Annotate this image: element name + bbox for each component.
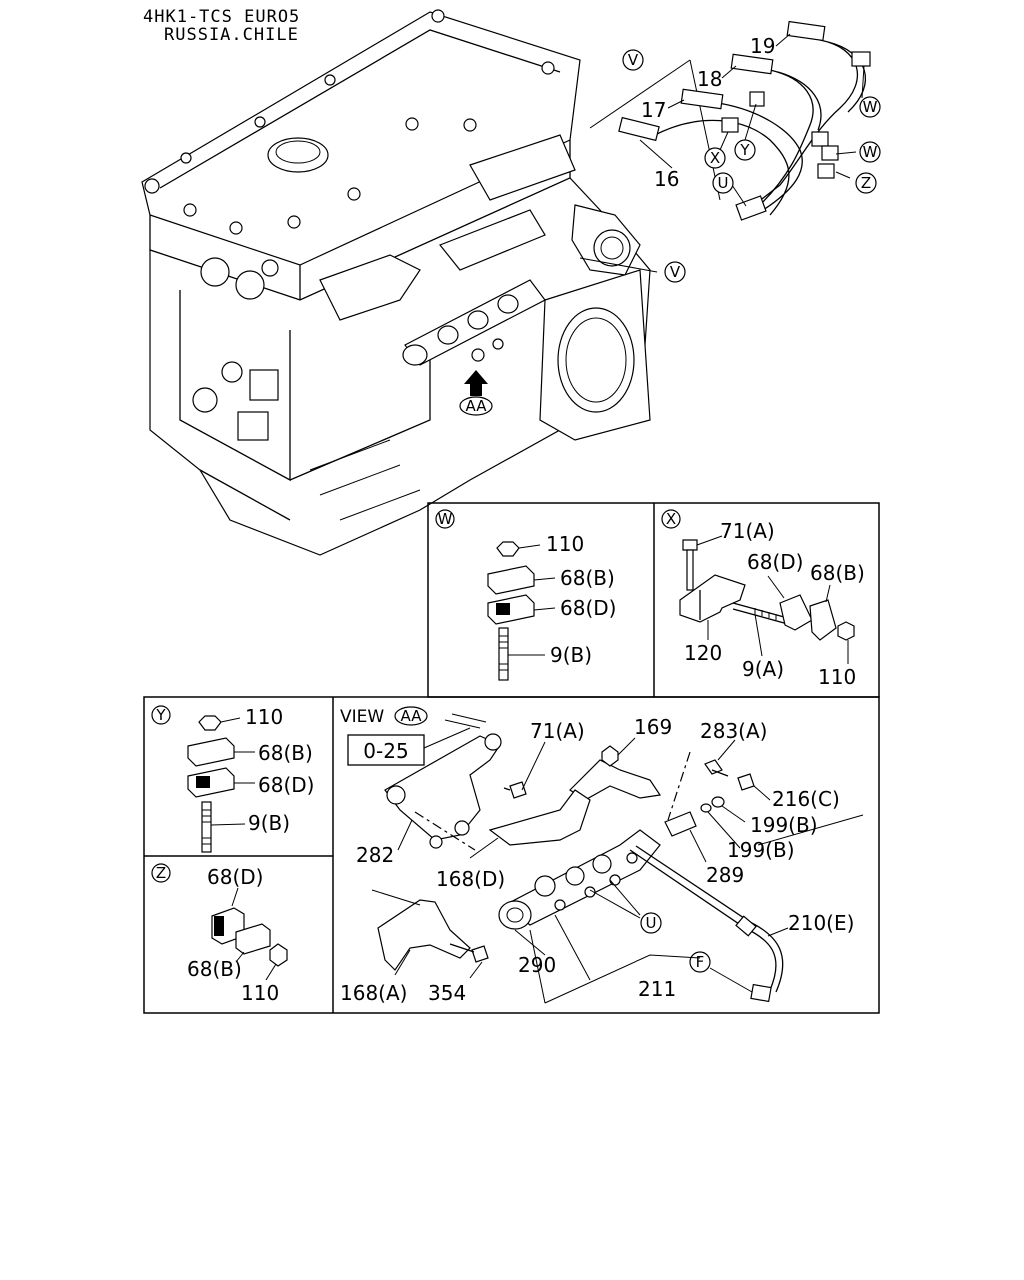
label-17: 17 [641, 98, 666, 122]
svg-text:68(D): 68(D) [258, 773, 314, 797]
svg-text:AA: AA [466, 397, 488, 415]
svg-text:68(B): 68(B) [187, 957, 242, 981]
injection-pipe-assembly [589, 20, 871, 221]
svg-text:Y: Y [739, 141, 750, 159]
callout-x: X [704, 147, 726, 169]
callout-w-top: W [859, 96, 881, 118]
detail-panel-y: Y 110 68(B) 68(D) 9(B) [151, 705, 314, 853]
callout-v-engine: V [664, 261, 686, 283]
reference-box [347, 734, 425, 766]
model-title: 4HK1-TCS EURO5 [143, 7, 301, 27]
svg-text:289: 289 [706, 863, 744, 887]
svg-text:W: W [438, 510, 453, 528]
callout-y: Y [734, 139, 756, 161]
callout-v-top: V [622, 49, 644, 71]
svg-text:110: 110 [818, 665, 856, 689]
label-18: 18 [697, 67, 722, 91]
callout-u: U [712, 172, 734, 194]
svg-text:W: W [863, 143, 878, 161]
svg-text:U: U [718, 174, 729, 192]
svg-text:68(D): 68(D) [560, 596, 616, 620]
svg-text:68(B): 68(B) [258, 741, 313, 765]
svg-text:354: 354 [428, 981, 466, 1005]
svg-text:Z: Z [156, 864, 166, 882]
svg-text:110: 110 [546, 532, 584, 556]
label-19: 19 [750, 34, 775, 58]
svg-text:68(B): 68(B) [560, 566, 615, 590]
svg-text:V: V [670, 263, 681, 281]
callout-z: Z [855, 172, 877, 194]
detail-frame-bottom [143, 696, 880, 1014]
svg-text:X: X [666, 510, 676, 528]
svg-text:Y: Y [155, 706, 166, 724]
label-16: 16 [654, 167, 679, 191]
svg-text:F: F [696, 953, 705, 971]
svg-text:68(D): 68(D) [747, 550, 803, 574]
svg-text:X: X [710, 149, 720, 167]
svg-text:120: 120 [684, 641, 722, 665]
svg-text:199(B): 199(B) [750, 813, 818, 837]
svg-text:71(A): 71(A) [720, 519, 775, 543]
engine-block-illustration [141, 9, 651, 556]
svg-text:211: 211 [638, 977, 676, 1001]
detail-panel-view-aa: VIEW AA 0-25 282 71(A) 169 [340, 706, 864, 1005]
svg-text:9(B): 9(B) [550, 643, 592, 667]
svg-text:210(E): 210(E) [788, 911, 854, 935]
svg-text:U: U [646, 914, 657, 932]
svg-text:282: 282 [356, 843, 394, 867]
detail-panel-z: Z 68(D) 68(B) 110 [151, 863, 288, 1005]
svg-text:VIEW: VIEW [340, 707, 384, 727]
svg-text:199(B): 199(B) [727, 838, 795, 862]
svg-text:68(B): 68(B) [810, 561, 865, 585]
callout-w-mid: W [859, 141, 881, 163]
detail-panel-w: W 110 68(B) 68(D) 9(B) [435, 509, 616, 681]
svg-text:216(C): 216(C) [772, 787, 840, 811]
market-subtitle: RUSSIA.CHILE [164, 25, 299, 45]
svg-text:0-25: 0-25 [363, 739, 408, 763]
svg-text:W: W [863, 98, 878, 116]
svg-text:168(A): 168(A) [340, 981, 407, 1005]
detail-panel-x: X 71(A) 68(D) 68(B) 120 [661, 509, 865, 689]
svg-text:9(A): 9(A) [742, 657, 784, 681]
svg-text:169: 169 [634, 715, 672, 739]
callout-aa: AA [459, 396, 493, 416]
view-aa-arrow [464, 370, 488, 396]
svg-text:110: 110 [245, 705, 283, 729]
svg-text:AA: AA [401, 707, 423, 725]
svg-text:9(B): 9(B) [248, 811, 290, 835]
svg-text:168(D): 168(D) [436, 867, 505, 891]
svg-text:110: 110 [241, 981, 279, 1005]
svg-text:V: V [628, 51, 639, 69]
svg-text:71(A): 71(A) [530, 719, 585, 743]
svg-text:283(A): 283(A) [700, 719, 767, 743]
svg-text:68(D): 68(D) [207, 865, 263, 889]
svg-text:Z: Z [861, 174, 871, 192]
